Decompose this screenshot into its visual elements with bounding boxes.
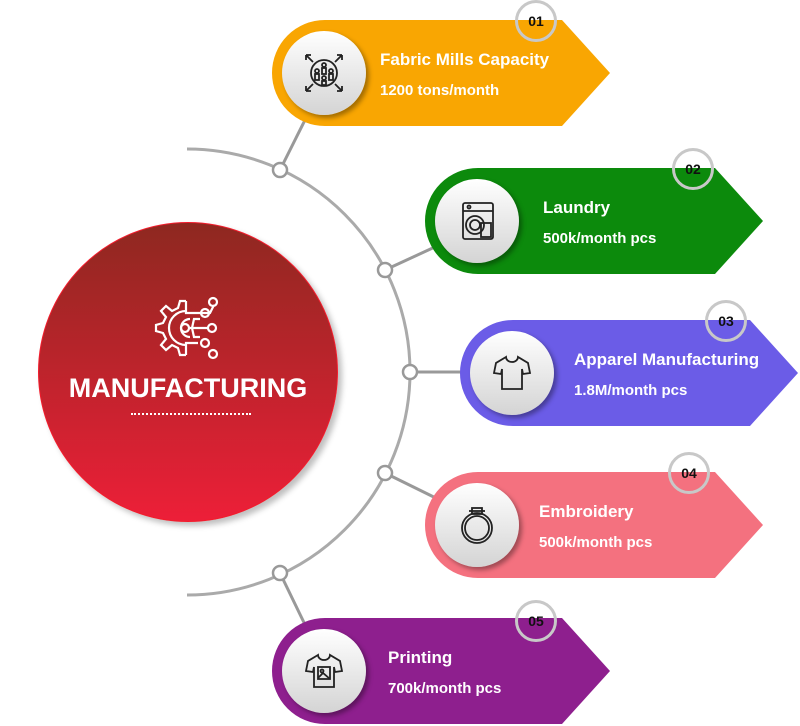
- card-value: 500k/month pcs: [539, 534, 653, 551]
- card-value: 1.8M/month pcs: [574, 382, 688, 399]
- washing-machine-icon: [435, 179, 519, 263]
- manufacturing-hub: MANUFACTURING: [38, 222, 338, 522]
- step-badge: 02: [672, 148, 714, 190]
- divider: [131, 413, 251, 415]
- tshirt-icon: [470, 331, 554, 415]
- card-value: 1200 tons/month: [380, 82, 500, 99]
- printed-tshirt-icon: [282, 629, 366, 713]
- card-title: Fabric Mills Capacity: [380, 50, 550, 69]
- card-fabric-mills: Fabric Mills Capacity 1200 tons/month 01: [272, 0, 612, 126]
- node: [271, 161, 289, 179]
- step-badge: 05: [515, 600, 557, 642]
- node: [271, 564, 289, 582]
- card-embroidery: Embroidery 500k/month pcs 04: [425, 452, 765, 578]
- node: [376, 464, 394, 482]
- card-title: Printing: [388, 648, 453, 667]
- step-badge: 03: [705, 300, 747, 342]
- card-title: Apparel Manufacturing: [574, 350, 760, 369]
- card-title: Embroidery: [539, 502, 634, 521]
- node: [401, 363, 419, 381]
- people-expand-icon: [282, 31, 366, 115]
- card-value: 500k/month pcs: [543, 230, 657, 247]
- card-printing: Printing 700k/month pcs 05: [272, 600, 612, 724]
- card-value: 700k/month pcs: [388, 680, 502, 697]
- card-title: Laundry: [543, 198, 611, 217]
- hub-title: MANUFACTURING: [68, 373, 308, 403]
- step-badge: 04: [668, 452, 710, 494]
- card-apparel: Apparel Manufacturing 1.8M/month pcs 03: [460, 300, 800, 426]
- card-laundry: Laundry 500k/month pcs 02: [425, 148, 765, 274]
- embroidery-hoop-icon: [435, 483, 519, 567]
- node: [376, 261, 394, 279]
- gear-network-icon: [154, 296, 219, 360]
- step-badge: 01: [515, 0, 557, 42]
